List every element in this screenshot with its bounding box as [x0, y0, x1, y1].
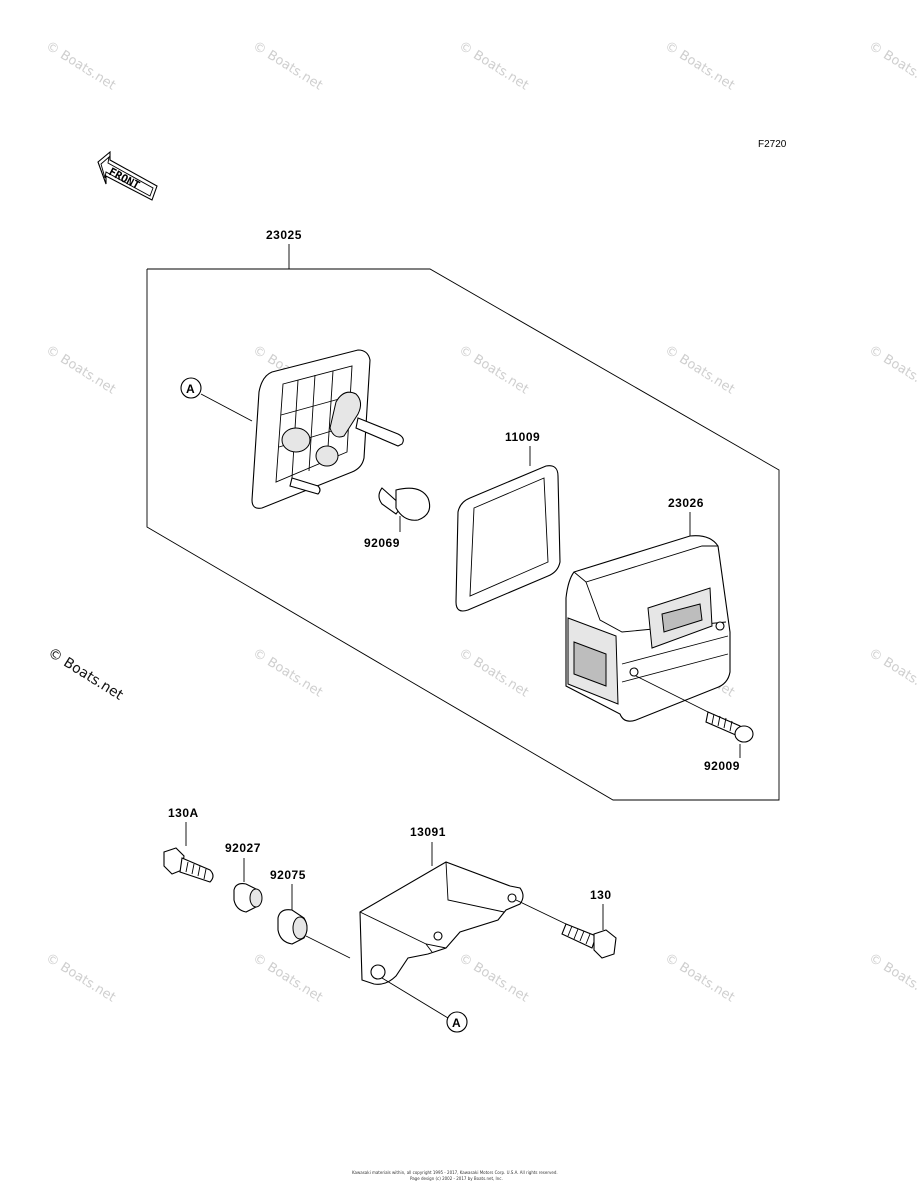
watermark: © Boats.net: [662, 343, 737, 398]
part-label-23025: 23025: [266, 228, 302, 242]
watermark: © Boats.net: [866, 343, 917, 398]
lens-cover-23026: [565, 512, 731, 722]
assembly-outline: [146, 244, 780, 801]
lens-gasket-11009: [455, 446, 561, 612]
watermark-main: © Boats.net: [45, 645, 126, 704]
front-arrow-icon: FRONT: [97, 150, 158, 201]
bolt-130: [515, 899, 617, 959]
watermark: © Boats.net: [456, 646, 531, 701]
copyright-line-2: Page design (c) 2002 - 2017 by Boats.net…: [410, 1176, 503, 1181]
lamp-base-plate: [251, 349, 404, 509]
part-label-23026: 23026: [668, 496, 704, 510]
copyright-line-1: Kawasaki materials within, all copyright…: [352, 1170, 558, 1175]
bolt-130a: [163, 822, 214, 883]
callout-a-bottom: A: [381, 977, 468, 1033]
bulb-92069: [378, 487, 431, 532]
callout-a-bottom-label: A: [452, 1016, 461, 1030]
watermark: © Boats.net: [250, 39, 325, 94]
figure-code: F2720: [758, 139, 787, 150]
watermark: © Boats.net: [456, 951, 531, 1006]
part-label-13091: 13091: [410, 825, 446, 839]
callout-a-top: A: [180, 377, 253, 422]
grommet-92075: [277, 884, 351, 959]
bracket-13091: [359, 842, 524, 985]
watermark: © Boats.net: [662, 951, 737, 1006]
watermark: © Boats.net: [866, 951, 917, 1006]
watermark: © Boats.net: [866, 39, 917, 94]
callout-a-top-label: A: [186, 382, 195, 396]
collar-92027: [233, 858, 263, 913]
screw-92009: [635, 675, 754, 758]
watermark: © Boats.net: [456, 343, 531, 398]
watermark: © Boats.net: [456, 39, 531, 94]
watermark: © Boats.net: [866, 646, 917, 701]
watermark: © Boats.net: [250, 646, 325, 701]
part-label-92027: 92027: [225, 841, 261, 855]
watermark: © Boats.net: [43, 343, 118, 398]
watermark: © Boats.net: [43, 951, 118, 1006]
watermark: © Boats.net: [250, 951, 325, 1006]
part-label-130A: 130A: [168, 806, 199, 820]
part-label-130: 130: [590, 888, 612, 902]
watermark: © Boats.net: [662, 39, 737, 94]
part-label-92075: 92075: [270, 868, 306, 882]
part-label-11009: 11009: [505, 430, 540, 444]
part-label-92009: 92009: [704, 759, 740, 773]
watermark: © Boats.net: [43, 39, 118, 94]
part-label-92069: 92069: [364, 536, 400, 550]
